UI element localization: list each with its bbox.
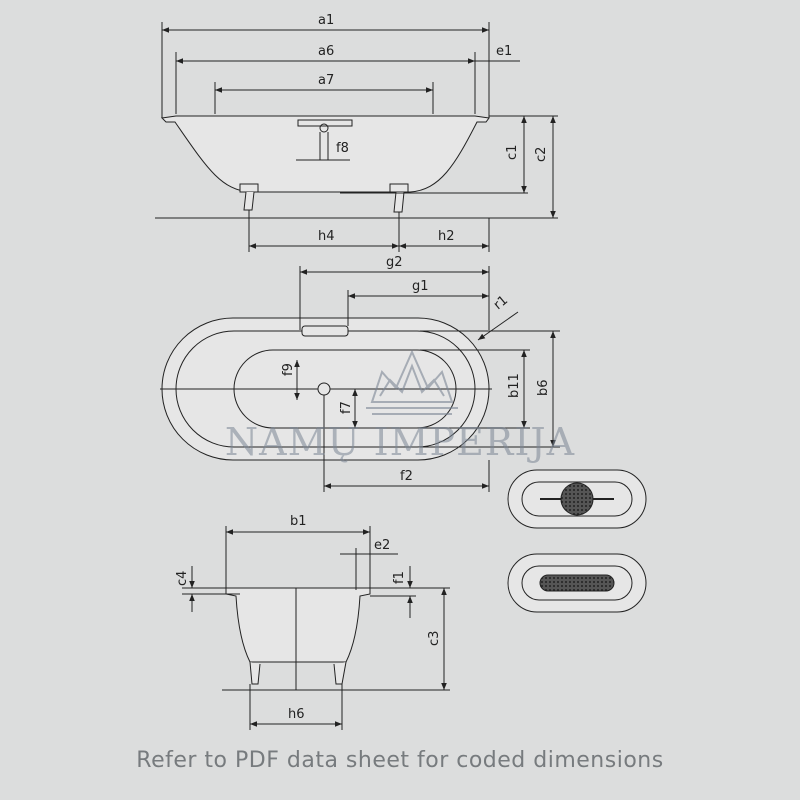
label-c1: c1 bbox=[505, 145, 520, 160]
drain-plan bbox=[317, 382, 331, 396]
label-f7: f7 bbox=[339, 401, 354, 414]
label-b6: b6 bbox=[536, 379, 551, 396]
label-a6: a6 bbox=[318, 44, 334, 59]
label-b11: b11 bbox=[507, 373, 522, 398]
tub-side-outline bbox=[160, 115, 490, 193]
label-f8: f8 bbox=[336, 141, 349, 156]
side-view bbox=[155, 22, 558, 252]
label-f9: f9 bbox=[281, 363, 296, 376]
label-h2: h2 bbox=[438, 229, 455, 244]
label-g2: g2 bbox=[386, 255, 403, 270]
label-f2: f2 bbox=[400, 469, 413, 484]
label-b1: b1 bbox=[290, 514, 307, 529]
label-c4: c4 bbox=[175, 571, 190, 586]
foot-left bbox=[239, 183, 259, 193]
label-a1: a1 bbox=[318, 13, 334, 28]
label-a7: a7 bbox=[318, 73, 334, 88]
end-view bbox=[182, 526, 450, 730]
label-c3: c3 bbox=[427, 631, 442, 646]
label-r1: r1 bbox=[491, 293, 511, 313]
label-g1: g1 bbox=[412, 279, 429, 294]
label-e1: e1 bbox=[496, 44, 512, 59]
drain-detail-round bbox=[507, 469, 647, 529]
foot-right bbox=[389, 183, 409, 193]
watermark-text: NAMŲ IMPERIJA bbox=[224, 420, 576, 464]
plan-view bbox=[160, 266, 560, 492]
label-c2: c2 bbox=[534, 147, 549, 162]
label-e2: e2 bbox=[374, 538, 390, 553]
label-f1: f1 bbox=[392, 571, 407, 584]
drain-detail-slot bbox=[507, 553, 647, 613]
overflow-fitting bbox=[297, 119, 353, 127]
tub-end-outline bbox=[225, 587, 371, 663]
label-h6: h6 bbox=[288, 707, 305, 722]
crown-logo-icon bbox=[366, 349, 458, 415]
footer-note: Refer to PDF data sheet for coded dimens… bbox=[136, 748, 664, 773]
label-h4: h4 bbox=[318, 229, 335, 244]
